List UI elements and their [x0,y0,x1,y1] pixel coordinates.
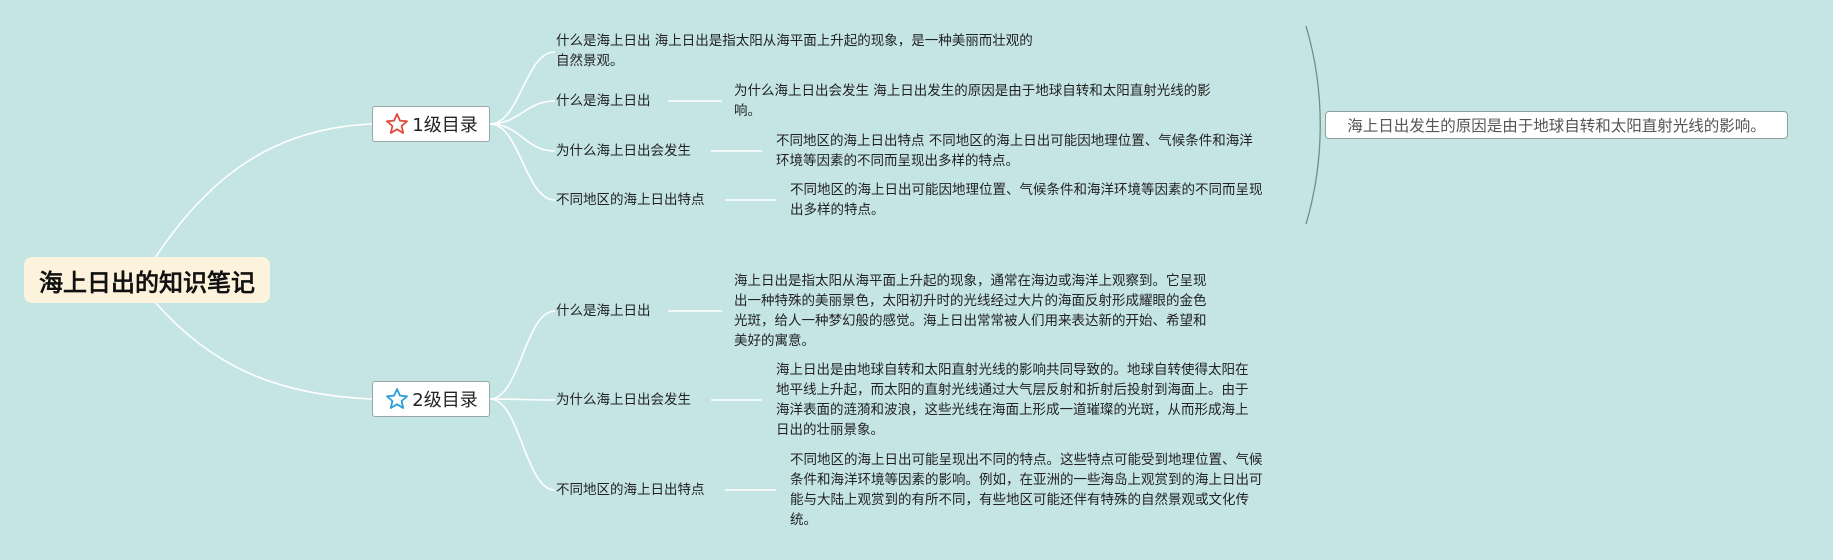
level2-item3[interactable]: 不同地区的海上日出特点 [556,482,705,498]
root-title: 海上日出的知识笔记 [39,268,255,297]
level1-item1[interactable]: 什么是海上日出 海上日出是指太阳从海平面上升起的现象，是一种美丽而壮观的 自然景… [556,33,1033,69]
level1-item4-desc[interactable]: 不同地区的海上日出可能因地理位置、气候条件和海洋环境等因素的不同而呈现 出多样的… [790,182,1263,218]
level2-item2-desc[interactable]: 海上日出是由地球自转和太阳直射光线的影响共同导致的。地球自转使得太阳在 地平线上… [776,362,1249,438]
level1-item3-desc[interactable]: 不同地区的海上日出特点 不同地区的海上日出可能因地理位置、气候条件和海洋 环境等… [776,133,1253,169]
link-root-level1 [154,123,373,259]
link-root-level2 [154,301,373,400]
summary-bracket [1305,25,1321,225]
root-topic[interactable]: 海上日出的知识笔记 [24,257,270,303]
level2-item3-desc[interactable]: 不同地区的海上日出可能呈现出不同的特点。这些特点可能受到地理位置、气候 条件和海… [790,452,1263,528]
link-level2-item1 [489,310,556,400]
link-level1-item2 [489,100,556,125]
star-outline-red-icon [386,113,409,134]
level2-item1[interactable]: 什么是海上日出 [556,303,651,319]
level1-item2[interactable]: 什么是海上日出 [556,93,651,109]
summary-text: 海上日出发生的原因是由于地球自转和太阳直射光线的影响。 [1347,117,1766,135]
level1-label: 1级目录 [412,115,478,136]
level1-item2-desc[interactable]: 为什么海上日出会发生 海上日出发生的原因是由于地球自转和太阳直射光线的影 响。 [734,83,1211,119]
link-level1-item4 [489,123,556,201]
link-level2-item3 [489,398,556,491]
link-level2-item2 [489,398,556,401]
link-level1-item1 [489,51,556,125]
link-level1-item3 [489,123,556,152]
level2-item2[interactable]: 为什么海上日出会发生 [556,392,691,408]
level1-item4[interactable]: 不同地区的海上日出特点 [556,192,705,208]
level2-topic[interactable]: 2级目录 [372,381,490,417]
level1-item3[interactable]: 为什么海上日出会发生 [556,143,691,159]
level2-label: 2级目录 [412,390,478,411]
level2-item1-desc[interactable]: 海上日出是指太阳从海平面上升起的现象，通常在海边或海洋上观察到。它呈现 出一种特… [734,273,1207,349]
level1-topic[interactable]: 1级目录 [372,106,490,142]
summary-box[interactable]: 海上日出发生的原因是由于地球自转和太阳直射光线的影响。 [1325,111,1788,139]
star-outline-blue-icon [386,388,409,409]
